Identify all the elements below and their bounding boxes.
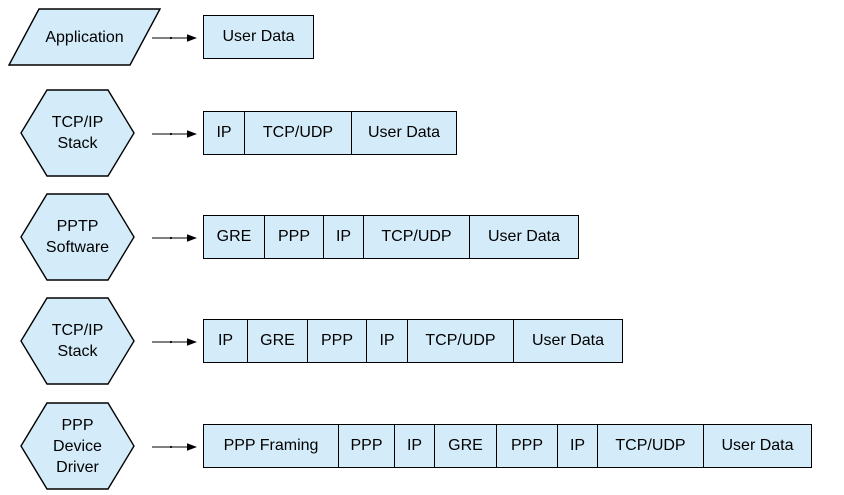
shape-label: TCP/IP Stack [20, 297, 135, 385]
right-arrow-icon [150, 335, 200, 353]
packet-segment: GRE [434, 425, 496, 467]
packet-segment: User Data [703, 425, 811, 467]
packet-segment-label: TCP/UDP [381, 228, 452, 245]
packet-segment: TCP/UDP [244, 112, 351, 154]
packet-segment: GRE [204, 216, 264, 258]
packet-segment-label: PPP [320, 332, 353, 349]
packet-segment-label: IP [335, 228, 352, 245]
hexagon-outline-icon [20, 193, 135, 281]
packet-segment-label: GRE [448, 437, 483, 454]
packet-box: IP GRE PPP IP TCP/UDP User Data [203, 319, 623, 363]
packet-segment: PPP [496, 425, 557, 467]
packet-segment-label: GRE [216, 228, 252, 245]
packet-segment: User Data [351, 112, 456, 154]
packet-segment: TCP/UDP [407, 320, 513, 362]
packet-segment: PPP [264, 216, 323, 258]
shape-label-line: TCP/IP [51, 322, 104, 339]
packet-segment-label: PPP Framing [223, 437, 319, 454]
packet-segment-label: User Data [222, 28, 295, 45]
hexagon-shape: TCP/IP Stack [20, 89, 135, 177]
packet-segment: User Data [513, 320, 622, 362]
shape-label-line: Application [45, 28, 124, 46]
packet-segment-label: PPP [510, 437, 543, 454]
packet-segment: TCP/UDP [597, 425, 703, 467]
right-arrow-icon [150, 440, 200, 458]
packet-segment: User Data [469, 216, 578, 258]
shape-label: Application [8, 8, 161, 66]
packet-box: PPP Framing PPP IP GRE PPP IP TCP/UDP User Data [203, 424, 812, 468]
packet-segment: GRE [247, 320, 307, 362]
shape-label-line: Device [53, 437, 102, 455]
shape-label-line: Stack [57, 343, 98, 360]
shape-label-line: PPTP [56, 218, 99, 235]
packet-segment-label: PPP [350, 437, 383, 454]
parallelogram-shape: Application [8, 8, 161, 66]
shape-label: TCP/IP Stack [20, 89, 135, 177]
packet-segment: IP [394, 425, 434, 467]
packet-segment: IP [204, 320, 247, 362]
packet-segment-label: TCP/UDP [615, 437, 686, 454]
packet-segment-label: User Data [487, 228, 561, 245]
packet-segment: TCP/UDP [363, 216, 469, 258]
packet-segment-label: IP [216, 124, 232, 141]
packet-segment: User Data [204, 16, 313, 58]
packet-segment: PPP [338, 425, 394, 467]
packet-segment: IP [366, 320, 407, 362]
packet-segment-label: IP [406, 437, 423, 454]
hexagon-outline-icon [20, 402, 135, 490]
packet-box: GRE PPP IP TCP/UDP User Data [203, 215, 579, 259]
hexagon-shape: PPTP Software [20, 193, 135, 281]
right-arrow-icon [150, 231, 200, 249]
shape-label-line: Stack [57, 135, 98, 152]
packet-segment: IP [323, 216, 363, 258]
packet-segment: IP [204, 112, 244, 154]
packet-segment-label: IP [217, 332, 234, 349]
hexagon-outline-icon [20, 89, 135, 177]
shape-label-line: TCP/IP [51, 114, 104, 131]
right-arrow-icon [150, 31, 200, 49]
packet-segment-label: TCP/UDP [425, 332, 496, 349]
shape-label-line: PPP [61, 416, 94, 434]
packet-segment: PPP [307, 320, 366, 362]
packet-segment-label: User Data [721, 437, 794, 454]
packet-segment-label: User Data [531, 332, 605, 349]
shape-label-line: Driver [56, 458, 99, 476]
hexagon-shape: TCP/IP Stack [20, 297, 135, 385]
packet-segment-label: IP [379, 332, 395, 349]
packet-segment-label: IP [569, 437, 586, 454]
packet-segment-label: GRE [260, 332, 295, 349]
shape-label: PPTP Software [20, 193, 135, 281]
packet-segment: IP [557, 425, 597, 467]
packet-segment-label: User Data [367, 124, 441, 141]
right-arrow-icon [150, 127, 200, 145]
packet-box: User Data [203, 15, 314, 59]
packet-segment-label: TCP/UDP [262, 124, 334, 141]
hexagon-outline-icon [20, 297, 135, 385]
parallelogram-outline-icon [8, 8, 161, 66]
packet-segment: PPP Framing [204, 425, 338, 467]
shape-label-line: Software [45, 239, 110, 256]
packet-segment-label: PPP [277, 228, 310, 245]
packet-box: IP TCP/UDP User Data [203, 111, 457, 155]
